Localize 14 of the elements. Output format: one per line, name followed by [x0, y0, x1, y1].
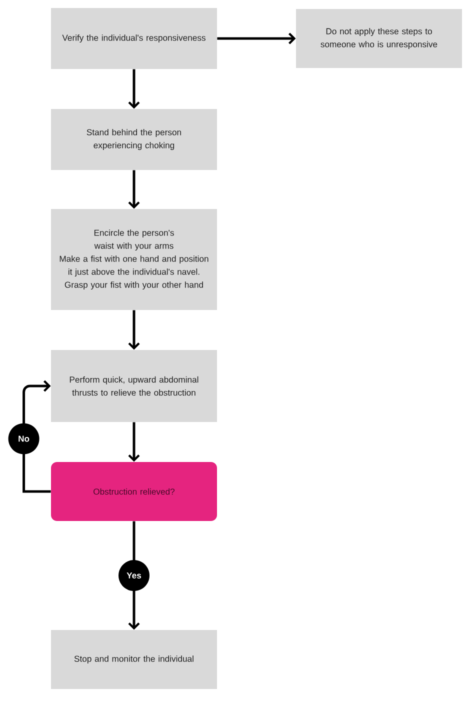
process-box: Verify the individual's responsiveness [51, 8, 217, 69]
arrow [128, 310, 140, 350]
process-box: Encircle the person's waist with your arms Make a fist with one hand and position it just above the individual's navel. Grasp your fist with your other hand [51, 209, 217, 310]
edge-label: No [8, 423, 40, 454]
process-box: Stop and monitor the individual [51, 630, 217, 689]
process-box: Do not apply these steps to someone who is unresponsive [296, 9, 462, 68]
process-box: Stand behind the person experiencing choking [51, 109, 217, 170]
arrow [217, 32, 296, 44]
process-box: Perform quick, upward abdominal thrusts to relieve the obstruction [51, 350, 217, 422]
edge-label: Yes [118, 560, 150, 591]
arrow [128, 422, 140, 462]
arrow [128, 170, 140, 209]
arrow [128, 69, 140, 109]
decision-box: Obstruction relieved? [51, 462, 217, 521]
